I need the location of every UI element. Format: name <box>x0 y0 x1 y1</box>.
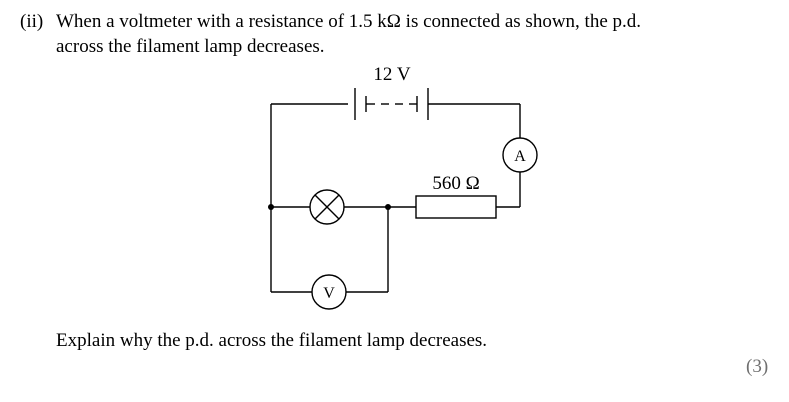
cell-label: 12 V <box>373 64 410 85</box>
voltmeter-symbol: V <box>323 285 335 302</box>
question-text-line-1: When a voltmeter with a resistance of 1.… <box>56 11 642 32</box>
question-text: When a voltmeter with a resistance of 1.… <box>56 9 756 59</box>
marks-allocation: (3) <box>746 356 769 377</box>
explain-prompt: Explain why the p.d. across the filament… <box>56 330 488 351</box>
filament-lamp-icon <box>309 189 345 225</box>
resistor-label: 560 Ω <box>432 173 479 194</box>
resistor-icon <box>415 195 497 219</box>
question-number: (ii) <box>20 11 44 32</box>
question-text-line-2: across the filament lamp decreases. <box>56 36 325 57</box>
ammeter-symbol: A <box>514 148 526 165</box>
battery-icon <box>354 88 429 120</box>
junction-left <box>268 204 274 210</box>
junction-right <box>385 204 391 210</box>
